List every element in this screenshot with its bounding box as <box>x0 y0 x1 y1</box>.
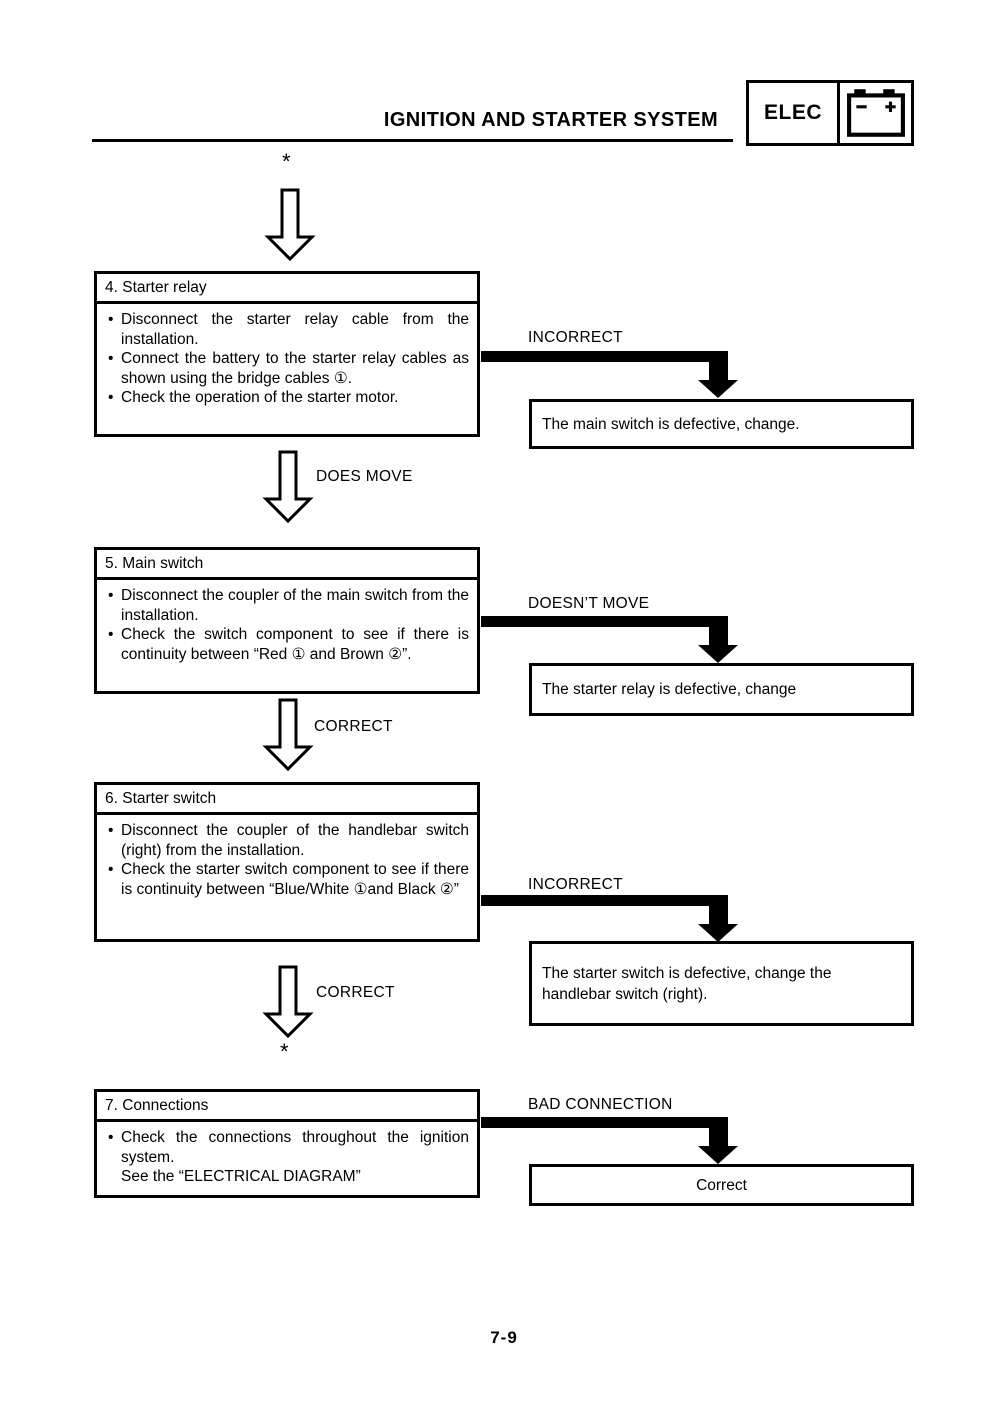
page-number: 7-9 <box>490 1328 518 1347</box>
step-box-main-switch: 5. Main switch Disconnect the coupler of… <box>94 547 480 694</box>
step-body: Disconnect the starter relay cable from … <box>97 304 477 414</box>
step-bullet: Disconnect the coupler of the handlebar … <box>101 821 469 860</box>
step-bullet: Connect the battery to the starter relay… <box>101 349 469 388</box>
step-box-connections: 7. Connections Check the connections thr… <box>94 1089 480 1198</box>
asterisk-marker-top: * <box>282 149 291 174</box>
step-note: See the “ELECTRICAL DIAGRAM” <box>121 1168 361 1185</box>
step-body: Disconnect the coupler of the handlebar … <box>97 815 477 905</box>
flow-arrow-label: CORRECT <box>314 718 393 735</box>
title-underline <box>92 139 733 142</box>
step-body: Disconnect the coupler of the main switc… <box>97 580 477 670</box>
branch-arrow-icon <box>481 1117 738 1165</box>
branch-arrow-bar <box>481 895 728 906</box>
flow-down-arrow-icon <box>257 965 319 1039</box>
branch-arrow-head <box>698 1146 738 1164</box>
step-title: 5. Main switch <box>97 550 477 580</box>
branch-arrow-head <box>698 645 738 663</box>
step-bullet: Check the connections throughout the ign… <box>101 1128 469 1167</box>
branch-arrow-bar <box>481 351 728 362</box>
step-box-starter-relay: 4. Starter relay Disconnect the starter … <box>94 271 480 437</box>
step-box-starter-switch: 6. Starter switch Disconnect the coupler… <box>94 782 480 942</box>
result-box: The starter switch is defective, change … <box>529 941 914 1026</box>
branch-arrow-head <box>698 380 738 398</box>
branch-arrow-icon <box>481 616 738 664</box>
page-title: IGNITION AND STARTER SYSTEM <box>383 109 718 131</box>
branch-label: DOESN’T MOVE <box>528 595 650 612</box>
branch-arrow-bar <box>481 616 728 627</box>
branch-label: INCORRECT <box>528 329 623 346</box>
flow-arrow-label: CORRECT <box>316 984 395 1001</box>
step-bullet: Check the starter switch component to se… <box>101 860 469 899</box>
step-bullet: Disconnect the coupler of the main switc… <box>101 586 469 625</box>
branch-arrow-bar <box>481 1117 728 1128</box>
result-text: The starter relay is defective, change <box>542 681 797 698</box>
result-box: The main switch is defective, change. <box>529 399 914 449</box>
result-text: The main switch is defective, change. <box>542 415 800 433</box>
step-title: 6. Starter switch <box>97 785 477 815</box>
flow-down-arrow-icon <box>259 188 321 262</box>
step-bullet: Check the switch component to see if the… <box>101 625 469 664</box>
branch-arrow-drop <box>709 351 728 382</box>
elec-badge: ELEC <box>746 80 914 146</box>
branch-label: BAD CONNECTION <box>528 1096 673 1113</box>
branch-arrow-drop <box>709 895 728 926</box>
flow-down-arrow-icon <box>257 698 319 772</box>
step-bullet: Check the operation of the starter motor… <box>101 388 469 408</box>
result-box: The starter relay is defective, change <box>529 663 914 716</box>
branch-arrow-head <box>698 924 738 942</box>
branch-arrow-icon <box>481 895 738 943</box>
flow-down-arrow-icon <box>257 450 319 524</box>
result-box: Correct <box>529 1164 914 1206</box>
flow-arrow-label: DOES MOVE <box>316 468 413 485</box>
asterisk-marker-bottom: * <box>280 1039 289 1064</box>
step-body: Check the connections throughout the ign… <box>97 1122 477 1193</box>
branch-arrow-drop <box>709 616 728 647</box>
step-title: 4. Starter relay <box>97 274 477 304</box>
branch-arrow-icon <box>481 351 738 399</box>
branch-arrow-drop <box>709 1117 728 1148</box>
result-text: Correct <box>696 1176 747 1194</box>
elec-badge-label: ELEC <box>749 83 840 143</box>
step-bullet: Disconnect the starter relay cable from … <box>101 310 469 349</box>
result-text: The starter switch is defective, change … <box>542 964 832 1003</box>
branch-label: INCORRECT <box>528 876 623 893</box>
step-title: 7. Connections <box>97 1092 477 1122</box>
battery-icon <box>840 83 911 143</box>
